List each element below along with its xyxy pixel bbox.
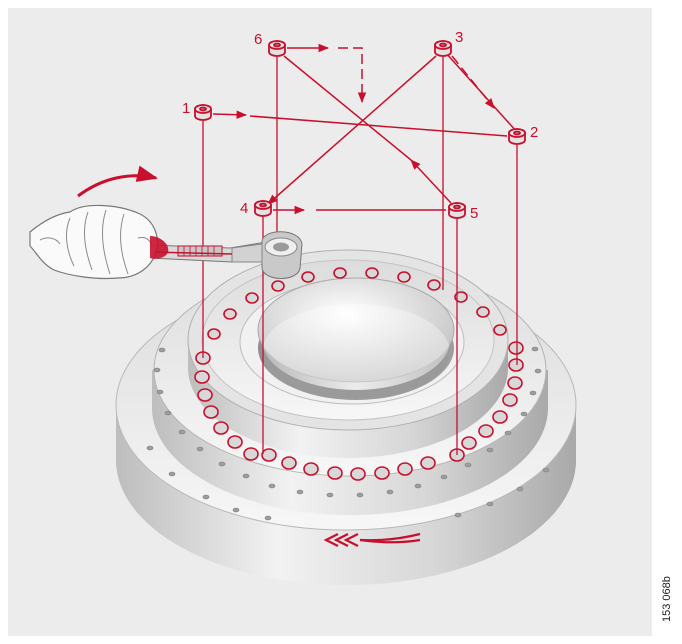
- hand-icon: [29, 204, 169, 280]
- figure-code: 153 068b: [661, 576, 673, 622]
- bolt-3-icon: [434, 40, 452, 57]
- bolt-6-icon: [268, 40, 286, 57]
- sequence-label-5: 5: [470, 205, 478, 222]
- bolt-2-icon: [508, 128, 526, 145]
- sequence-label-6: 6: [254, 31, 262, 48]
- sequence-bolts: [194, 40, 526, 219]
- bearing-body: [115, 249, 577, 585]
- sequence-label-3: 3: [455, 29, 463, 46]
- sequence-label-2: 2: [530, 124, 538, 141]
- torque-wrench-icon: [149, 231, 303, 279]
- bolt-4-icon: [254, 200, 272, 217]
- ring-bolts: [194, 267, 524, 481]
- direction-chevrons-icon: [323, 532, 421, 547]
- flange-holes: [146, 346, 550, 521]
- sequence-label-1: 1: [182, 100, 190, 117]
- sequence-arrows: [212, 43, 518, 215]
- bolt-1-icon: [194, 104, 212, 121]
- bolt-5-icon: [448, 202, 466, 219]
- rotation-arrow-icon: [77, 165, 159, 198]
- sequence-label-4: 4: [240, 200, 248, 217]
